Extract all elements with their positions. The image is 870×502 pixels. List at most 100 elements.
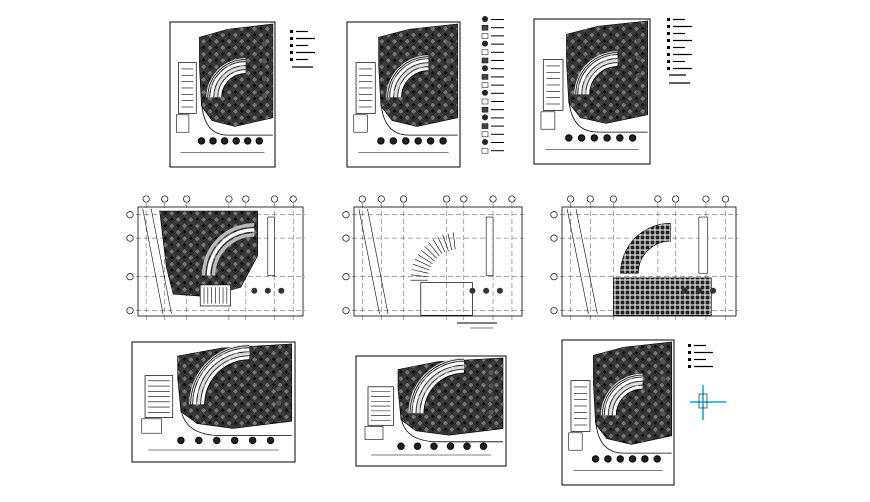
tree-symbol [463,442,471,450]
north-marker [690,385,726,420]
landscape-hatch [378,23,459,127]
legend-swatch [290,30,293,33]
tree-symbol [446,93,452,99]
tree-symbol [628,455,637,463]
tree-symbol [591,455,600,463]
legend-swatch [667,67,670,70]
tree-symbol [488,409,494,415]
site-plan-4 [131,341,296,463]
road-edge [367,208,389,315]
tree-symbol [488,369,494,376]
legend-a [290,30,315,61]
tree-symbol [439,137,447,145]
tree-symbol [635,55,642,61]
curved-building-ring [390,59,429,98]
tree-symbol [628,134,637,142]
road-edge [358,208,380,315]
legend-d [688,344,713,368]
service-block [364,426,384,440]
side-building [267,216,275,276]
tree-symbol [604,455,612,463]
grid-axis-bubble [489,195,497,203]
legend-symbol [481,131,489,138]
grid-axis-bubble [271,195,279,203]
curved-building-ring [420,369,465,414]
grid-axis-bubble [377,195,385,203]
tree-symbol [479,442,488,450]
tree-symbol [426,137,435,145]
walkway-line [380,101,458,136]
tree-symbol [616,455,624,463]
curved-building-ring [394,63,429,98]
grid-axis-bubble [443,195,451,203]
curved-building-ring [197,352,250,405]
tree-symbol [402,137,410,145]
grid-axis-bubble [586,195,594,203]
curved-building-edge [387,56,429,98]
legend-symbol [481,57,489,64]
curved-building-ring [206,228,255,276]
grid-plan-2 [342,195,524,320]
stair-tread [437,236,446,253]
site-plan-1 [169,21,276,168]
curved-building-ring [586,63,618,95]
curved-building-edge [575,52,618,95]
grid-axis-bubble [358,195,366,203]
stair-tread [432,239,443,255]
grid-axis-bubble [126,273,134,281]
curved-building-edge [401,70,429,98]
tree-symbol [603,134,611,142]
legend-c [667,18,692,70]
legend-symbol [481,98,489,105]
legend-symbol [482,16,488,22]
legend-symbol [481,49,489,56]
stair-tread [428,242,440,257]
legend-symbol [481,147,489,154]
grid-axis-bubble [550,234,558,242]
stair-tread [424,245,437,259]
stair-tread [447,233,453,251]
service-block [176,114,190,133]
tree-symbol [565,134,573,142]
tree-symbol [414,137,422,145]
legend-symbol [482,89,488,96]
site-plan-6 [561,339,675,486]
tree-symbol [261,75,268,82]
grid-plan-1 [126,195,305,320]
tree-symbol [230,436,239,445]
grid-axis-bubble [672,195,680,203]
curved-building-edge [589,66,618,95]
grid-axis-bubble [342,211,350,219]
grid-axis-bubble [654,195,662,203]
curved-building-edge [409,358,465,414]
tree-symbol [446,41,452,47]
tree-symbol [653,455,661,463]
legend-symbol [482,139,488,145]
legend-symbol [482,40,488,47]
tree-symbol [251,287,258,294]
curved-building-ring [211,233,255,276]
tree-symbol [377,137,385,145]
curved-building-ring [201,356,250,405]
tree-symbol [483,287,490,294]
grid-axis-bubble [161,195,169,203]
walkway-line [595,419,672,454]
plan-boundary [353,206,523,317]
curved-building-ring [193,348,250,405]
curved-building-ring [398,67,429,98]
grid-plan-3 [550,195,738,320]
walkway-line [180,407,292,436]
legend-symbol [481,33,489,39]
legend-symbol [481,74,489,80]
plan-boundary [137,206,304,317]
stair-tread [410,274,428,278]
tree-symbol [276,386,282,392]
service-block [141,418,162,434]
service-block [353,114,368,133]
curved-building-edge [221,73,246,98]
tree-symbol [276,357,282,363]
road-edge [566,208,589,315]
tree-symbol [635,72,642,79]
tree-symbol [232,137,240,145]
curved-building-edge [601,374,643,416]
